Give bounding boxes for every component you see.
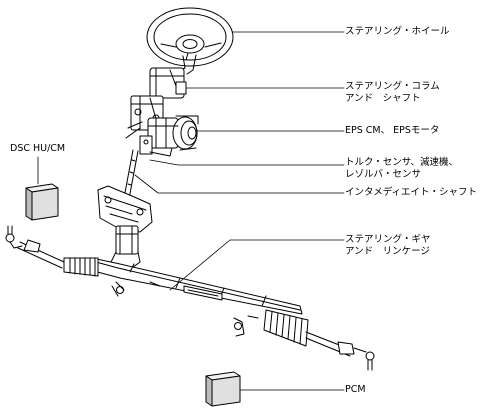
left-tie-rod [5, 225, 65, 269]
steering-wheel [146, 7, 234, 67]
steering-rack [89, 257, 303, 337]
label-pcm: PCM [345, 384, 366, 395]
dsc-module-box [25, 183, 59, 221]
label-steering-column-line2: アンド シャフト [345, 93, 421, 104]
leader-lines [37, 31, 345, 391]
leader-torque-sensor [149, 159, 345, 166]
label-steering-gear-line1: ステアリング・ギヤ [345, 234, 431, 245]
eps-motor-unit [139, 115, 199, 157]
label-intermediate-shaft: インタメディエイト・シャフト [345, 187, 478, 198]
label-dsc: DSC HU/CM [10, 143, 66, 154]
label-eps: EPS CM、 EPSモータ [345, 125, 440, 136]
label-torque-sensor-line1: トルク・センサ、減速機、 [345, 157, 458, 168]
steering-column [125, 54, 197, 139]
leader-steering-gear [169, 239, 345, 291]
right-tie-rod [305, 331, 375, 371]
right-boot [263, 309, 309, 347]
steering-gear-pinion [97, 185, 153, 275]
label-steering-wheel: ステアリング・ホイール [345, 26, 450, 37]
label-steering-gear-line2: アンド リンケージ [345, 246, 430, 257]
leader-intermediate-shaft [134, 174, 345, 194]
left-boot [63, 257, 99, 277]
label-torque-sensor-line2: レゾルバ・センサ [345, 169, 422, 180]
pcm-module-box [205, 371, 241, 407]
label-steering-column-line1: ステアリング・コラム [345, 81, 440, 92]
